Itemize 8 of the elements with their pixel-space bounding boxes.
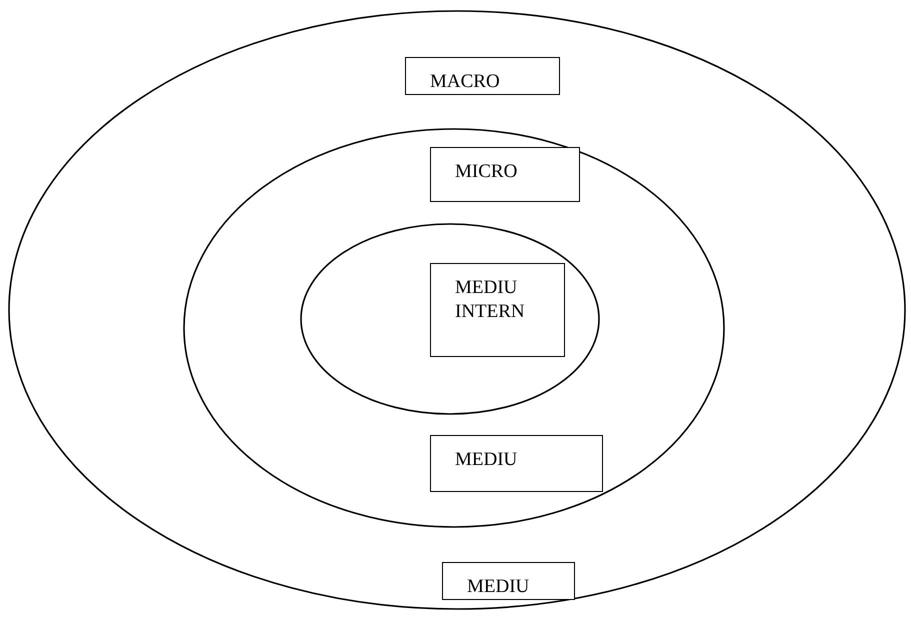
text-box: MACRO (405, 57, 560, 95)
text-box: MICRO (430, 147, 580, 202)
text-box: MEDIU (442, 562, 575, 600)
oval (300, 223, 600, 415)
text-box: MEDIU INTERN (430, 263, 565, 357)
oval (8, 10, 906, 610)
oval (183, 128, 725, 528)
text-box: MEDIU (430, 435, 603, 492)
